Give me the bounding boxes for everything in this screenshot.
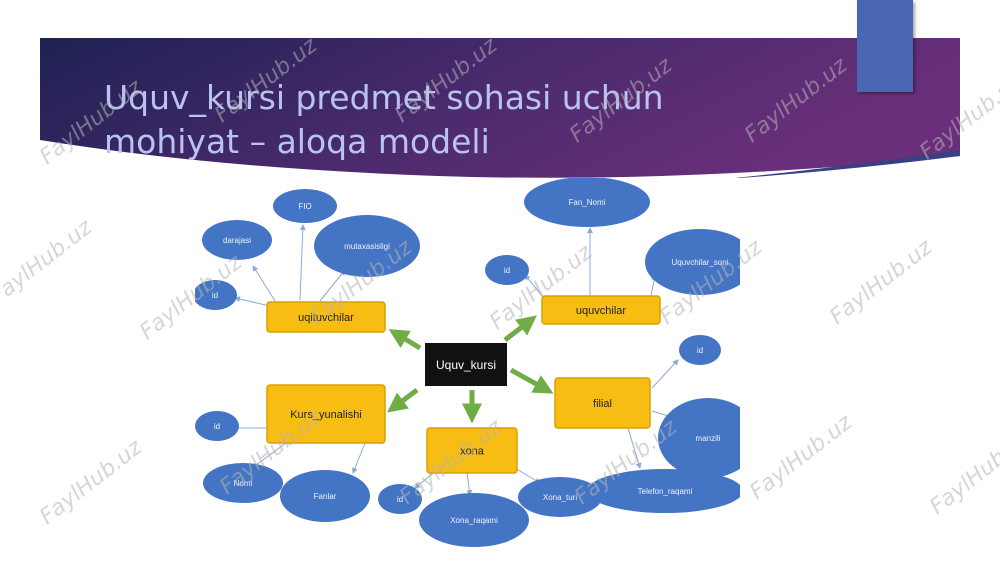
attribute-uqituvchilar-1: darajasi (202, 220, 272, 260)
relationship-arrows (387, 315, 554, 424)
attribute-filial-7: id (679, 335, 721, 365)
watermark: FaylHub.uz (825, 235, 937, 330)
entity-xona: xona (426, 427, 518, 474)
attribute-label: id (504, 266, 510, 275)
watermark: FaylHub.uz (0, 215, 97, 310)
title-line-1: Uquv_kursi predmet sohasi uchun (104, 78, 664, 117)
entity-kurs: Kurs_yunalishi (266, 384, 386, 444)
attribute-label: mutaxasisligi (344, 242, 390, 251)
attribute-uqituvchilar-0: FIO (273, 189, 337, 223)
attribute-kurs-10: id (195, 411, 239, 441)
attribute-label: Uquvchilar_soni (672, 258, 729, 267)
attribute-label: darajasi (223, 236, 251, 245)
title-banner (40, 38, 960, 178)
attribute-xona-13: id (378, 484, 422, 514)
entity-label: uquvchilar (576, 305, 626, 317)
corner-accent (857, 0, 913, 92)
attribute-label: id (397, 495, 403, 504)
entity-label: filial (593, 398, 612, 410)
watermark: FaylHub.uz (925, 425, 1000, 520)
entity-label: Kurs_yunalishi (290, 409, 362, 421)
watermark: FaylHub.uz (35, 435, 147, 530)
attribute-kurs-12: Fanlar (280, 470, 370, 522)
attribute-uqituvchilar-3: id (195, 280, 237, 310)
attribute-label: id (212, 291, 218, 300)
attribute-label: Fanlar (314, 492, 337, 501)
attribute-label: Xona_turi (543, 493, 577, 502)
attribute-label: id (697, 346, 703, 355)
slide-title: Uquv_kursi predmet sohasi uchun mohiyat … (104, 76, 664, 164)
entity-uqituvchilar: uqituvchilar (266, 301, 386, 333)
attribute-uqituvchilar-2: mutaxasisligi (314, 215, 420, 277)
attribute-uquvchilar-4: Fan_Nomi (524, 178, 650, 227)
watermark: FaylHub.uz (745, 410, 857, 505)
attribute-label: manzili (696, 434, 721, 443)
attribute-filial-8: manzili (658, 398, 740, 478)
entity-layer: uqituvchilar uquvchilarKurs_yunalishixona… (266, 295, 661, 474)
entity-label: uqituvchilar (298, 312, 354, 324)
attribute-filial-9: Telefon_raqami (587, 469, 740, 513)
attribute-uquvchilar-5: id (485, 255, 529, 285)
attribute-label: FIO (298, 202, 311, 211)
attribute-uquvchilar-6: Uquvchilar_soni (645, 229, 740, 295)
attribute-xona-15: Xona_turi (518, 477, 602, 517)
attribute-xona-14: Xona_raqami (419, 493, 529, 547)
entity-label: xona (460, 446, 485, 458)
er-diagram: FIOdarajasimutaxasisligiidFan_NomiidUquv… (195, 178, 740, 547)
attribute-connectors (232, 224, 679, 496)
entity-filial: filial (554, 377, 651, 429)
center-label: Uquv_kursi (436, 358, 496, 372)
attribute-layer: FIOdarajasimutaxasisligiidFan_NomiidUquv… (195, 178, 740, 547)
attribute-label: Nomi (234, 479, 253, 488)
attribute-kurs-11: Nomi (203, 463, 283, 503)
attribute-label: Telefon_raqami (638, 487, 693, 496)
attribute-label: Fan_Nomi (569, 198, 606, 207)
title-line-2: mohiyat – aloqa modeli (104, 122, 490, 161)
center-node: Uquv_kursi (425, 343, 507, 386)
entity-uquvchilar: uquvchilar (541, 295, 661, 325)
attribute-label: id (214, 422, 220, 431)
attribute-label: Xona_raqami (450, 516, 498, 525)
